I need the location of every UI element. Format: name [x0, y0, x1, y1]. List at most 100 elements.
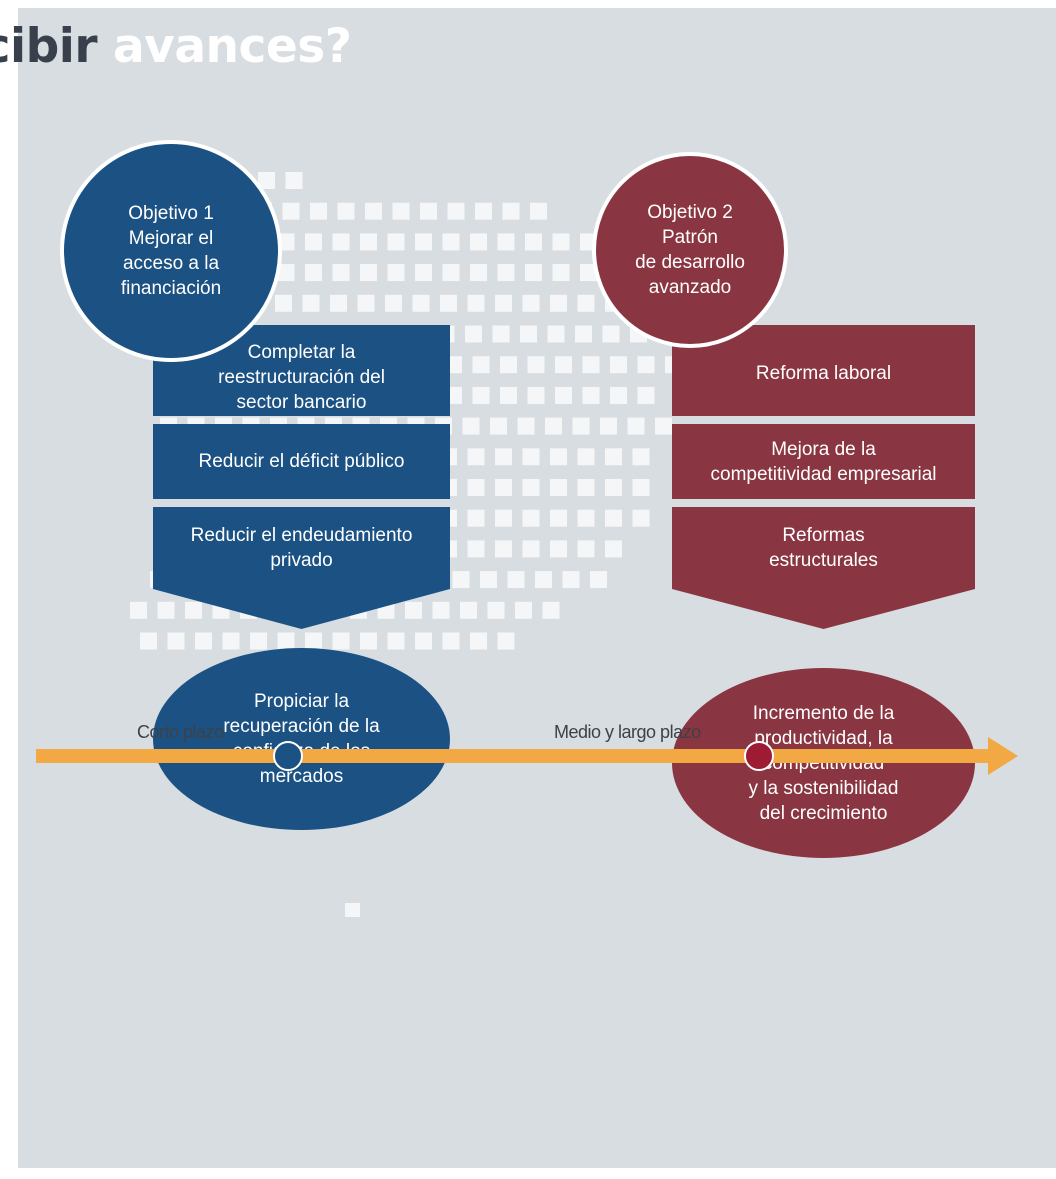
page-title: rcibir avances?	[0, 18, 352, 76]
map-square	[277, 632, 295, 650]
map-square	[562, 571, 580, 589]
map-square	[507, 571, 525, 589]
map-square	[605, 509, 622, 527]
step-structural-reforms: Reformas estructurales	[672, 507, 975, 589]
map-square	[495, 448, 512, 466]
map-square	[310, 202, 327, 220]
map-square	[475, 202, 492, 220]
map-square	[282, 202, 300, 220]
map-square	[555, 386, 572, 404]
step-reduce-deficit: Reducir el déficit público	[153, 424, 450, 499]
map-square	[467, 479, 485, 496]
map-square	[577, 448, 595, 466]
outcome-line: productividad, la	[754, 727, 893, 749]
map-square	[590, 571, 607, 589]
map-square	[432, 601, 450, 619]
map-square	[605, 448, 622, 466]
map-square	[305, 233, 322, 251]
map-square	[495, 479, 512, 496]
objective-line: Mejorar el	[128, 228, 214, 249]
outcome-line: Propiciar la	[253, 691, 350, 712]
map-square	[605, 479, 622, 496]
map-square	[522, 448, 540, 466]
outcome-line: Incremento de la	[752, 702, 895, 724]
map-square	[497, 233, 515, 251]
map-square	[250, 632, 267, 650]
map-square	[387, 264, 405, 282]
map-square	[392, 202, 410, 220]
map-square	[360, 264, 377, 282]
map-square	[385, 294, 402, 312]
title-part-dark: rcibir	[0, 19, 98, 74]
map-square	[467, 509, 485, 527]
map-square	[472, 356, 490, 374]
map-square	[515, 601, 532, 619]
map-square	[542, 601, 560, 619]
map-square	[440, 294, 457, 312]
map-square	[602, 325, 620, 343]
map-square	[577, 479, 595, 496]
map-square	[550, 448, 567, 466]
objective-line: acceso a la	[122, 253, 220, 274]
map-square	[442, 233, 460, 251]
map-square	[470, 264, 487, 282]
map-square	[345, 903, 360, 917]
map-square	[600, 417, 617, 435]
map-square	[275, 294, 292, 312]
map-square	[582, 356, 600, 374]
outcome-1-ellipse: Propiciar la recuperación de la confianz…	[153, 648, 450, 830]
map-square	[222, 632, 240, 650]
map-square	[550, 479, 567, 496]
step-line: Reformas	[782, 525, 865, 546]
map-square	[500, 386, 517, 404]
objective-line: financiación	[120, 278, 222, 299]
map-square	[412, 294, 430, 312]
map-square	[332, 264, 350, 282]
map-square	[610, 356, 627, 374]
map-square	[332, 632, 350, 650]
map-square	[502, 202, 520, 220]
map-square	[577, 540, 595, 558]
map-square	[545, 417, 562, 435]
step-line: estructurales	[769, 550, 878, 571]
map-square	[387, 233, 405, 251]
map-square	[357, 294, 375, 312]
map-square	[387, 632, 405, 650]
map-square	[555, 356, 572, 374]
map-square	[442, 264, 460, 282]
outcome-line: y la sostenibilidad	[748, 777, 899, 799]
map-square	[497, 632, 515, 650]
objective-line: avanzado	[648, 277, 732, 298]
map-square	[285, 172, 303, 189]
map-square	[472, 386, 490, 404]
map-square	[140, 632, 157, 650]
map-square	[332, 233, 350, 251]
map-square	[655, 417, 672, 435]
map-square	[520, 325, 537, 343]
map-square	[452, 571, 470, 589]
short-term-marker	[273, 741, 303, 771]
outcome-line: recuperación de la	[223, 716, 380, 737]
map-square	[467, 540, 485, 558]
map-square	[550, 294, 567, 312]
map-square	[467, 294, 485, 312]
map-square	[577, 294, 595, 312]
map-square	[500, 356, 517, 374]
objective-line: Patrón	[662, 227, 718, 248]
title-part-light: avances?	[112, 19, 352, 74]
map-square	[582, 386, 600, 404]
step-reduce-debt-shape	[153, 507, 450, 629]
map-square	[442, 632, 460, 650]
map-square	[167, 632, 185, 650]
map-square	[497, 264, 515, 282]
map-square	[185, 601, 202, 619]
map-square	[522, 294, 540, 312]
map-square	[130, 601, 147, 619]
step-line: sector bancario	[236, 392, 367, 413]
map-square	[530, 202, 547, 220]
map-square	[470, 632, 487, 650]
map-square	[465, 325, 482, 343]
map-square	[258, 172, 275, 189]
objective-1-circle: Objetivo 1 Mejorar el acceso a la financ…	[60, 140, 282, 362]
map-square	[632, 479, 650, 496]
